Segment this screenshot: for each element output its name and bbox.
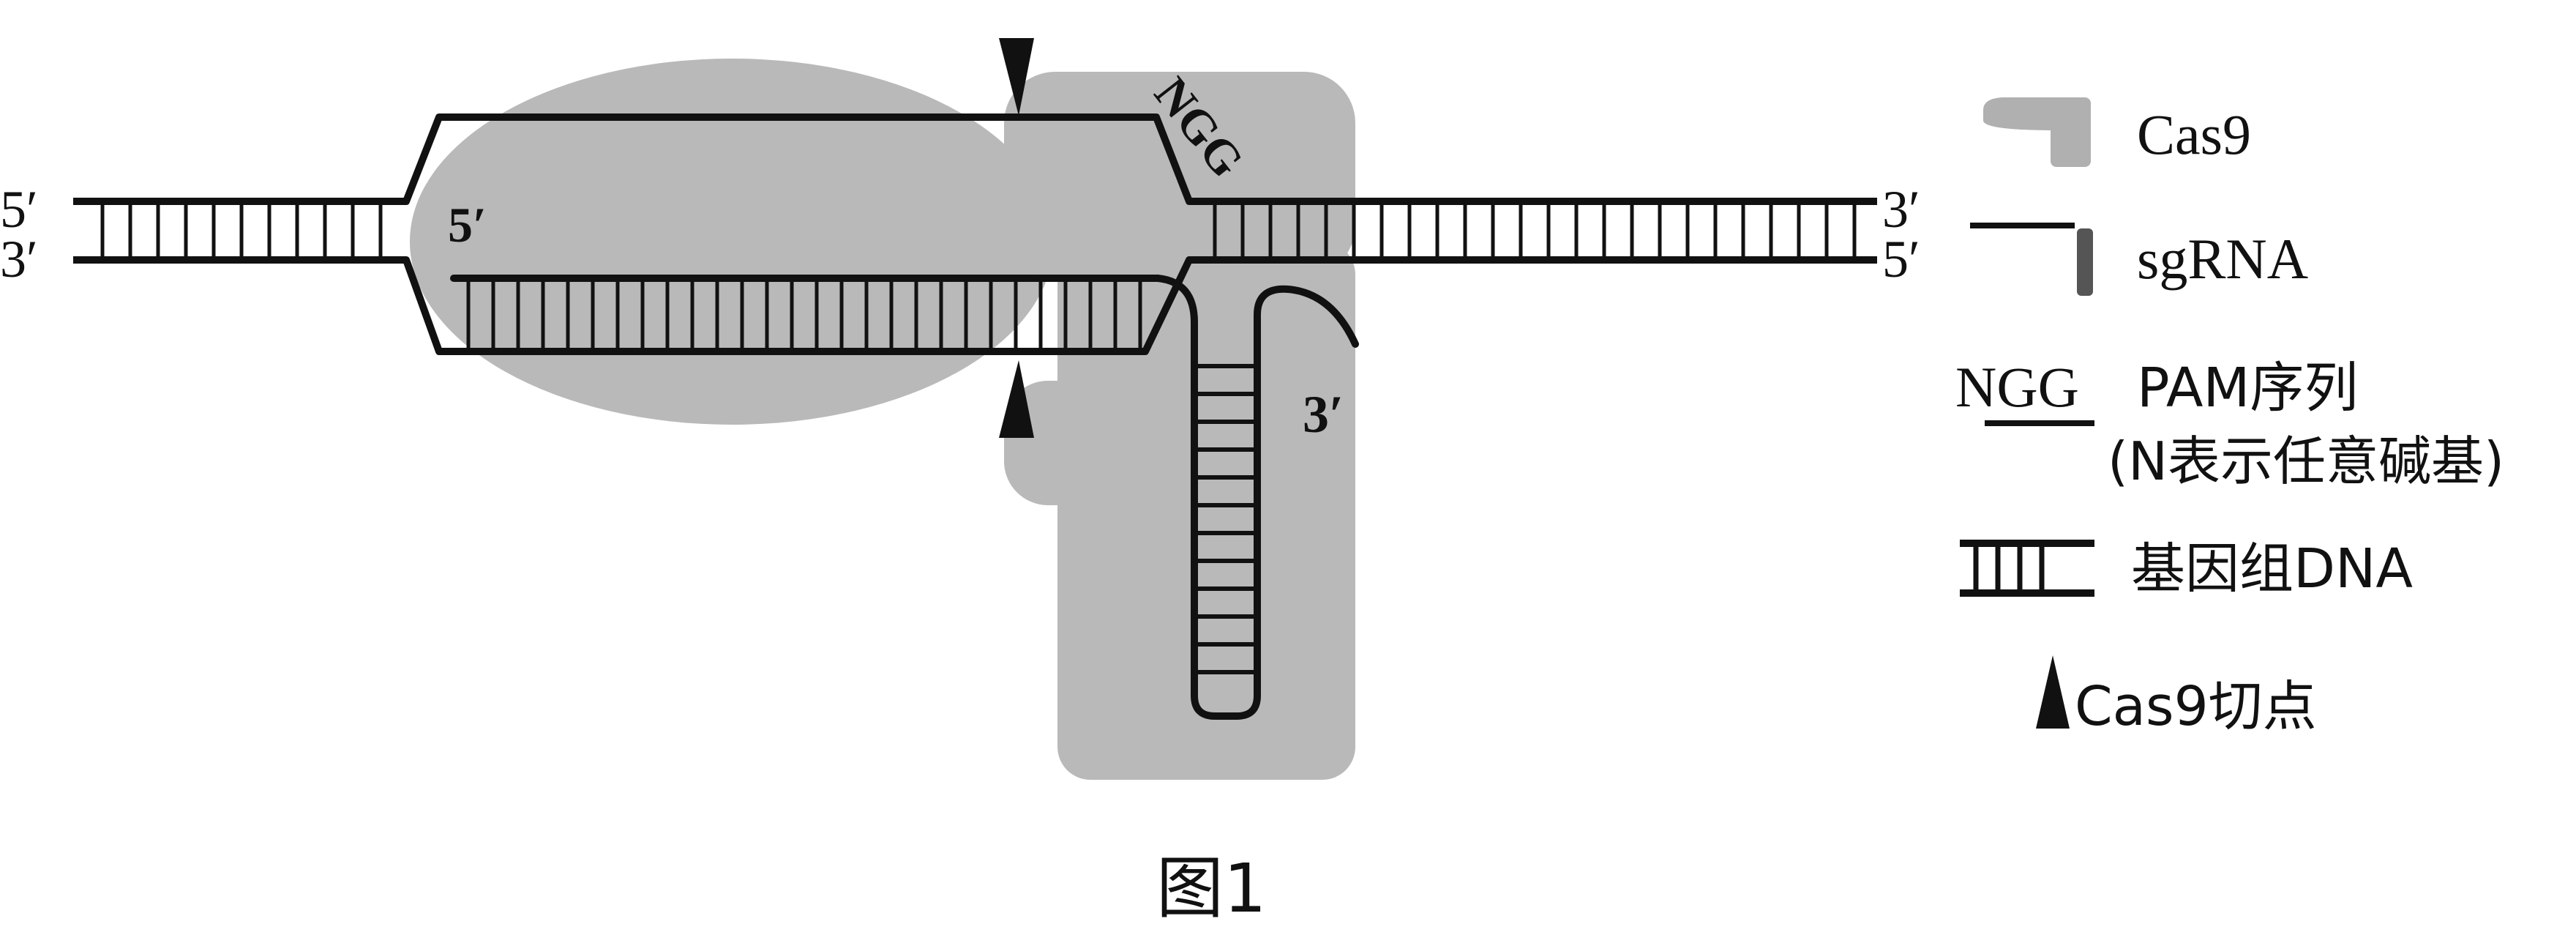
genomic-dna — [73, 113, 1877, 355]
legend: Cas9 sgRNA NGG PAM序列 (N表示任意碱基) 基因组DNA Ca… — [1955, 97, 2504, 738]
cas9-legend-icon — [1983, 97, 2056, 130]
dna-legend-icon — [1960, 540, 2094, 597]
dna-rungs-left — [100, 204, 383, 258]
legend-dna-label: 基因组DNA — [2131, 537, 2413, 600]
left-top-end-label: 5′ — [0, 180, 38, 239]
legend-cas9-label: Cas9 — [2137, 103, 2251, 166]
cas9-legend-icon-block — [2051, 97, 2091, 167]
sgrna-hairpin-pairing — [1197, 364, 1254, 674]
right-bottom-end-label: 5′ — [1882, 230, 1920, 288]
dna-top-strand — [73, 113, 1877, 205]
cut-site-marker-top — [999, 38, 1034, 116]
dna-bottom-strand — [73, 256, 1877, 355]
sgrna-3-end-label: 3′ — [1303, 385, 1344, 444]
legend-pam-note: (N表示任意碱基) — [2108, 431, 2504, 492]
left-bottom-end-label: 3′ — [0, 230, 38, 288]
dna-rungs-right — [1213, 204, 1857, 258]
legend-pam-label: PAM序列 — [2137, 357, 2358, 420]
sgrna-dna-pairing — [466, 280, 1142, 349]
right-top-end-label: 3′ — [1882, 180, 1920, 239]
legend-cut-label: Cas9切点 — [2075, 675, 2317, 738]
figure-caption: 图1 — [1156, 849, 1267, 928]
cut-site-legend-icon — [2036, 655, 2070, 729]
sgrna-5-end-label: 5′ — [448, 197, 487, 253]
legend-sgrna-label: sgRNA — [2137, 227, 2308, 291]
sgrna-hairpin — [1154, 275, 1359, 720]
cas9-stalk — [1057, 242, 1355, 780]
legend-pam-symbol: NGG — [1955, 355, 2079, 419]
sgrna — [450, 275, 1359, 720]
sgrna-legend-icon — [2077, 228, 2093, 296]
cut-site-marker-bottom — [999, 360, 1034, 438]
cas9-protein — [410, 59, 1355, 780]
